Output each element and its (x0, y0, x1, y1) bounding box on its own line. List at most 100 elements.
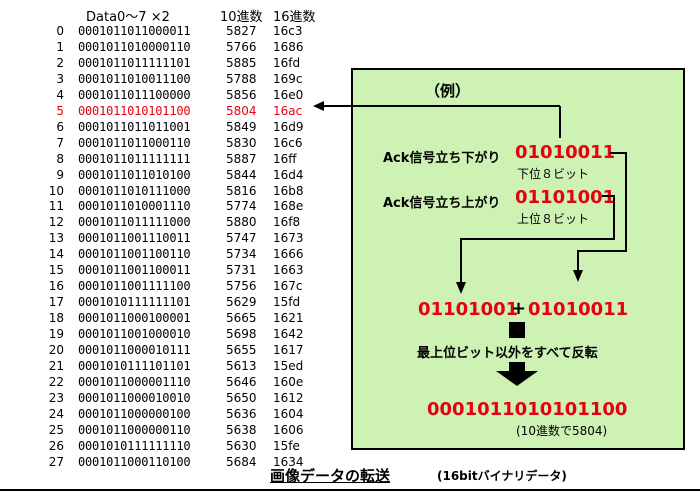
row-hex: 16d4 (273, 167, 304, 182)
row-binary: 0001011010101100 (78, 103, 191, 118)
row-hex: 1673 (273, 231, 304, 246)
row-decimal: 5629 (226, 295, 257, 310)
row-decimal: 5788 (226, 71, 257, 86)
row-hex: 1606 (273, 422, 304, 437)
row-decimal: 5698 (226, 327, 257, 342)
row-index: 25 (48, 422, 64, 437)
row-hex: 16c6 (273, 135, 303, 150)
row-index: 14 (48, 247, 64, 262)
row-index: 21 (48, 358, 64, 373)
row-binary: 0001011001111100 (78, 279, 191, 294)
upper-bits-label: 上位８ビット (517, 212, 590, 226)
row-hex: 1612 (273, 390, 304, 405)
lower-bits-label: 下位８ビット (517, 167, 590, 181)
row-index: 19 (48, 327, 64, 342)
row-hex: 16e0 (273, 87, 304, 102)
row-index: 6 (56, 119, 64, 134)
row-index: 5 (56, 103, 64, 118)
row-index: 10 (48, 183, 64, 198)
row-index: 7 (56, 135, 64, 150)
row-hex: 16f8 (273, 215, 301, 230)
row-hex: 1634 (273, 454, 304, 469)
row-decimal: 5613 (226, 358, 257, 373)
row-binary: 0001011000100001 (78, 311, 191, 326)
row-binary: 0001011011000011 (78, 24, 191, 38)
row-decimal: 5636 (226, 406, 257, 421)
concat-left-value: 01101001 (418, 299, 519, 320)
row-hex: 1666 (273, 247, 304, 262)
row-hex: 160e (273, 374, 304, 389)
result-value: 0001011010101100 (427, 399, 628, 420)
row-hex: 1617 (273, 343, 304, 357)
row-binary: 0001011010000110 (78, 39, 191, 54)
row-hex: 169c (273, 71, 303, 86)
row-decimal: 5816 (226, 183, 257, 198)
result-note: (10進数で5804) (516, 424, 608, 438)
row-binary: 0001011000000110 (78, 422, 191, 437)
row-hex: 16fd (273, 55, 301, 70)
row-hex: 16b8 (273, 183, 304, 198)
row-decimal: 5756 (226, 279, 257, 294)
header-data: Data0～7 ×2 (86, 10, 170, 25)
row-index: 0 (56, 24, 64, 38)
header-hex: 16進数 (273, 10, 316, 25)
ack-falling-value: 01010011 (515, 142, 616, 163)
row-binary: 0001010111101101 (78, 358, 191, 373)
row-decimal: 5747 (226, 231, 257, 246)
row-index: 11 (48, 199, 64, 214)
row-decimal: 5684 (226, 454, 257, 469)
row-binary: 0001011010111000 (78, 183, 191, 198)
example-panel: （例） Ack信号立ち下がり 01010011 下位８ビット Ack信号立ち上が… (351, 68, 685, 450)
row-binary: 0001011001110011 (78, 231, 191, 246)
row-binary: 0001011001100110 (78, 247, 191, 262)
row-decimal: 5885 (226, 55, 257, 70)
row-index: 3 (56, 71, 64, 86)
ack-rising-label: Ack信号立ち上がり (383, 196, 501, 211)
row-binary: 0001011010011100 (78, 71, 191, 86)
concat-plus: + (511, 298, 527, 319)
ack-falling-label: Ack信号立ち下がり (383, 151, 501, 166)
row-decimal: 5630 (226, 438, 257, 453)
row-decimal: 5880 (226, 215, 257, 230)
row-binary: 0001010111111110 (78, 438, 191, 453)
row-binary: 0001011011010100 (78, 167, 191, 182)
row-decimal: 5731 (226, 263, 257, 278)
row-index: 16 (48, 279, 64, 294)
row-decimal: 5830 (226, 135, 257, 150)
row-index: 23 (48, 390, 64, 405)
row-decimal: 5856 (226, 87, 257, 102)
row-binary: 0001011011111000 (78, 215, 191, 230)
row-binary: 0001011000010111 (78, 343, 191, 357)
row-binary: 0001011011100000 (78, 87, 191, 102)
row-binary: 0001011000110100 (78, 454, 191, 469)
row-hex: 16d9 (273, 119, 304, 134)
row-binary: 0001011011111111 (78, 151, 191, 166)
row-index: 13 (48, 231, 64, 246)
row-decimal: 5638 (226, 422, 257, 437)
ack-rising-value: 01101001 (515, 187, 616, 208)
row-index: 9 (56, 167, 64, 182)
row-hex: 15fd (273, 295, 301, 310)
row-decimal: 5650 (226, 390, 257, 405)
bottom-rule (0, 489, 700, 491)
row-index: 15 (48, 263, 64, 278)
row-hex: 15fe (273, 438, 300, 453)
footer-subtitle: (16bitバイナリデータ) (437, 469, 567, 483)
row-hex: 1663 (273, 263, 304, 278)
row-index: 12 (48, 215, 64, 230)
row-index: 18 (48, 311, 64, 326)
row-binary: 0001011011111101 (78, 55, 191, 70)
row-hex: 16ac (273, 103, 303, 118)
row-binary: 0001011010001110 (78, 199, 191, 214)
row-hex: 15ed (273, 358, 304, 373)
row-decimal: 5665 (226, 311, 257, 326)
row-decimal: 5655 (226, 343, 257, 357)
row-decimal: 5646 (226, 374, 257, 389)
row-decimal: 5849 (226, 119, 257, 134)
header-decimal: 10進数 (220, 10, 263, 25)
row-binary: 0001011000010010 (78, 390, 191, 405)
row-hex: 16ff (273, 151, 297, 166)
row-decimal: 5766 (226, 39, 257, 54)
arrowhead-icon (313, 101, 324, 111)
row-hex: 168e (273, 199, 304, 214)
